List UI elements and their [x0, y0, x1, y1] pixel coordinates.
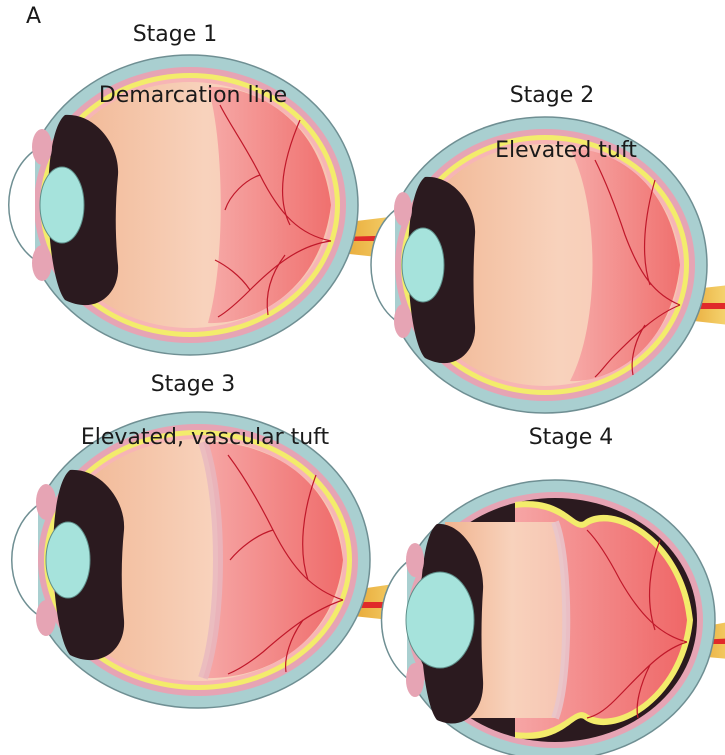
- lens-4: [406, 572, 474, 668]
- stage-3-title: Stage 3: [151, 372, 236, 397]
- stage-4-title: Stage 4: [529, 425, 614, 450]
- stage-2-title: Stage 2: [510, 83, 595, 108]
- stage-3-subtitle: Elevated, vascular tuft: [81, 425, 329, 450]
- lens-1: [40, 167, 84, 243]
- lens-3: [46, 522, 90, 598]
- eye-stage-4: [382, 480, 725, 755]
- cornea-4: [382, 562, 408, 678]
- lens-2: [402, 228, 444, 302]
- eye-stage-3: [12, 412, 408, 708]
- stage-2-subtitle: Elevated tuft: [495, 138, 637, 163]
- cornea-1: [9, 150, 35, 260]
- cornea-3: [12, 505, 38, 615]
- stage-1-subtitle: Demarcation line: [99, 83, 287, 108]
- stage-1-title: Stage 1: [133, 22, 218, 47]
